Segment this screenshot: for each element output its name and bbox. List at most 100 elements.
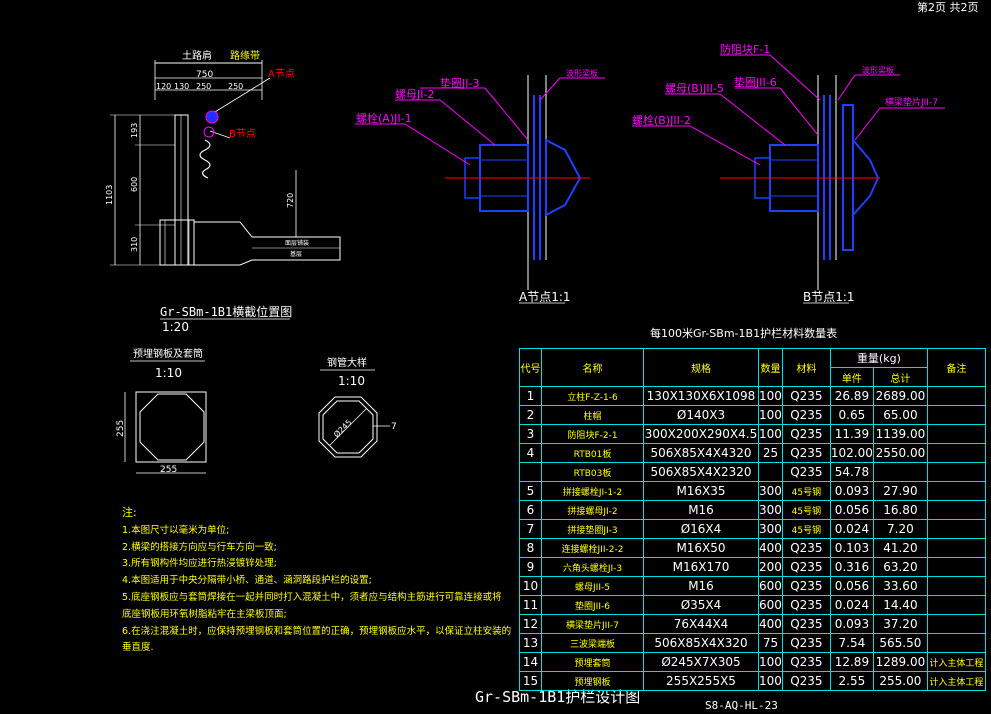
cell-remark — [926, 633, 986, 653]
cell-no: 6 — [519, 500, 542, 520]
notes-block: 注: 1.本图尺寸以毫米为单位;2.横梁的搭接方向应与行车方向一致;3.所有钢构… — [122, 505, 511, 657]
cell-material: Q235 — [781, 424, 831, 444]
cell-qty: 100 — [758, 386, 783, 406]
label-nut-j5: 螺母(B)JII-5 — [665, 82, 724, 95]
cell-spec: 76X44X4 — [643, 614, 759, 634]
detail-b-view: 防阻块F-1 垫圈JII-6 螺母(B)JII-5 螺栓(B)JII-2 波形梁… — [632, 42, 945, 304]
cell-name: RTB01板 — [541, 443, 644, 463]
cell-remark — [926, 424, 986, 444]
cell-remark — [926, 595, 986, 615]
cell-no: 7 — [519, 519, 542, 539]
cell-name: 螺母JII-5 — [541, 576, 644, 596]
cell-unit-weight: 0.056 — [829, 576, 874, 596]
note-item: 3.所有钢构件均应进行热浸镀锌处理; — [122, 558, 277, 570]
label-guard-b: 波形梁板 — [862, 65, 894, 75]
cell-name: 预埋钢板 — [541, 671, 644, 691]
cell-qty: 600 — [758, 576, 783, 596]
cell-unit-weight: 2.55 — [829, 671, 874, 691]
cell-spec: 300X200X290X4.5 — [643, 424, 759, 444]
cell-spec: 255X255X5 — [643, 671, 759, 691]
node-a-label: A节点 — [268, 68, 295, 80]
cell-material: Q235 — [781, 652, 831, 672]
cell-no: 2 — [519, 405, 542, 425]
dim-130: 130 — [174, 82, 189, 91]
cell-name: RTB03板 — [541, 462, 644, 482]
plate-dim-w: 255 — [160, 465, 177, 475]
plate-scale: 1:10 — [155, 366, 182, 380]
cell-qty: 600 — [758, 595, 783, 615]
cell-name: 立柱F-Z-1-6 — [541, 386, 644, 406]
detail-a-title: A节点1:1 — [519, 290, 571, 304]
cell-qty: 300 — [758, 519, 783, 539]
pipe-title: 钢管大样 — [327, 356, 367, 369]
header-no: 代号 — [519, 348, 542, 387]
note-item: 4.本图适用于中央分隔带小桥、通道、涵洞路段护栏的设置; — [122, 575, 372, 587]
table-header-row: 代号 名称 规格 数量 材料 重量(kg) 备注 — [519, 348, 986, 387]
section-scale: 1:20 — [162, 320, 189, 334]
cell-no — [519, 462, 542, 482]
header-remark: 备注 — [926, 348, 986, 387]
cell-qty: 100 — [758, 405, 783, 425]
edge-strip-label: 路缘带 — [230, 49, 260, 62]
cell-material: Q235 — [781, 462, 831, 482]
cell-name: 柱帽 — [541, 405, 644, 425]
cell-material: Q235 — [781, 576, 831, 596]
cell-total-weight: 33.60 — [872, 576, 928, 596]
cell-qty — [758, 462, 783, 482]
cross-section-view: 土路肩 路缘带 750 120 130 250 250 A节点 B节点 面层铺装… — [105, 49, 341, 334]
cell-no: 11 — [519, 595, 542, 615]
cell-total-weight: 16.80 — [872, 500, 928, 520]
drawing-title: Gr-SBm-1B1护栏设计图 — [475, 688, 640, 706]
cell-qty: 300 — [758, 481, 783, 501]
dim-120: 120 — [156, 82, 171, 91]
label-washer-j3: 垫圈JI-3 — [440, 76, 479, 90]
cell-qty: 75 — [758, 633, 783, 653]
page-indicator: 第2页 共2页 — [917, 1, 979, 14]
cell-remark — [926, 576, 986, 596]
cell-total-weight: 63.20 — [872, 557, 928, 577]
cell-qty: 300 — [758, 500, 783, 520]
layer-pavement: 面层铺装 — [285, 239, 309, 247]
label-nut-j2: 螺母JI-2 — [395, 88, 434, 101]
pipe-view: 钢管大样 1:10 Ø245 7 — [318, 356, 397, 458]
plate-title: 预埋钢板及套筒 — [133, 347, 203, 360]
cell-spec: Ø35X4 — [643, 595, 759, 615]
cell-total-weight: 41.20 — [872, 538, 928, 558]
label-washer-j6: 垫圈JII-6 — [734, 75, 777, 89]
notes-heading: 注: — [122, 506, 137, 519]
cell-material: 45号钢 — [781, 519, 831, 539]
cell-name: 预埋套筒 — [541, 652, 644, 672]
note-item: 2.横梁的搭接方向应与行车方向一致; — [122, 541, 277, 553]
cell-material: Q235 — [781, 671, 831, 691]
cell-material: 45号钢 — [781, 500, 831, 520]
dim-310: 310 — [130, 237, 139, 252]
dim-193: 193 — [130, 123, 139, 138]
cell-spec: M16X50 — [643, 538, 759, 558]
cell-material: Q235 — [781, 538, 831, 558]
cell-material: 45号钢 — [781, 481, 831, 501]
note-item: 底座钢板用环氧树脂粘牢在主梁板顶面; — [122, 608, 287, 620]
cell-name: 防阻块F-2-1 — [541, 424, 644, 444]
cell-material: Q235 — [781, 614, 831, 634]
cell-spec: M16 — [643, 500, 759, 520]
cell-qty: 100 — [758, 652, 783, 672]
cell-name: 拼接螺栓JI-1-2 — [541, 481, 644, 501]
cell-total-weight: 14.40 — [872, 595, 928, 615]
cell-spec: Ø140X3 — [643, 405, 759, 425]
cell-unit-weight: 12.89 — [829, 652, 874, 672]
cell-remark — [926, 443, 986, 463]
cell-total-weight: 1139.00 — [872, 424, 928, 444]
cell-unit-weight: 0.024 — [829, 595, 874, 615]
label-guard-a: 波形梁板 — [566, 68, 598, 78]
